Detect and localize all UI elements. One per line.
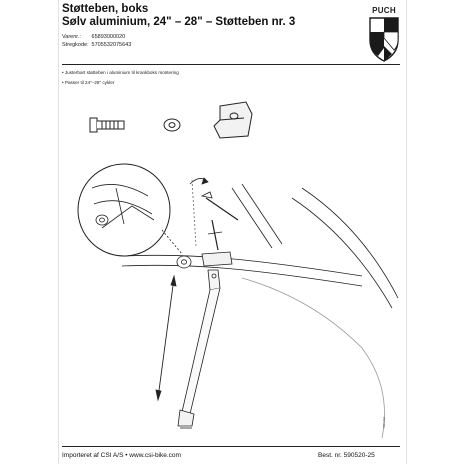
parts-illustration bbox=[89, 101, 253, 139]
divider-bottom bbox=[62, 446, 400, 447]
product-title: Støtteben, boks bbox=[62, 3, 149, 15]
barcode-row: Stregkode: 5705532075643 bbox=[62, 42, 131, 48]
divider-top bbox=[62, 64, 400, 65]
importer-info: Importeret af CSI A/S • www.csi-bike.com bbox=[62, 452, 181, 459]
product-subtitle: Sølv aluminium, 24" – 28" – Støtteben nr… bbox=[62, 16, 296, 28]
product-sheet bbox=[58, 0, 407, 464]
bolt-illustration bbox=[89, 117, 125, 133]
item-number-row: Varenr.: 65893000020 bbox=[62, 34, 125, 40]
barcode-label: Stregkode: bbox=[62, 42, 89, 48]
item-number-value: 65893000020 bbox=[91, 34, 126, 40]
detail-magnifier-circle bbox=[77, 163, 171, 257]
feature-item-1: • Justerbart støtteben i aluminium til k… bbox=[62, 70, 179, 75]
item-number-label: Varenr.: bbox=[62, 34, 81, 40]
brand-name: PUCH bbox=[372, 6, 396, 15]
brand-shield-logo bbox=[369, 17, 399, 62]
assembly-drawing bbox=[77, 163, 399, 439]
bracket-illustration bbox=[213, 101, 253, 139]
order-number: Best. nr. 590520-25 bbox=[318, 452, 375, 459]
washer-illustration bbox=[163, 118, 181, 132]
feature-item-2: • Passer til 24"–28" cykler bbox=[62, 80, 115, 85]
side-code: 0301-302 bbox=[383, 417, 386, 428]
barcode-value: 5705532075643 bbox=[91, 42, 132, 48]
